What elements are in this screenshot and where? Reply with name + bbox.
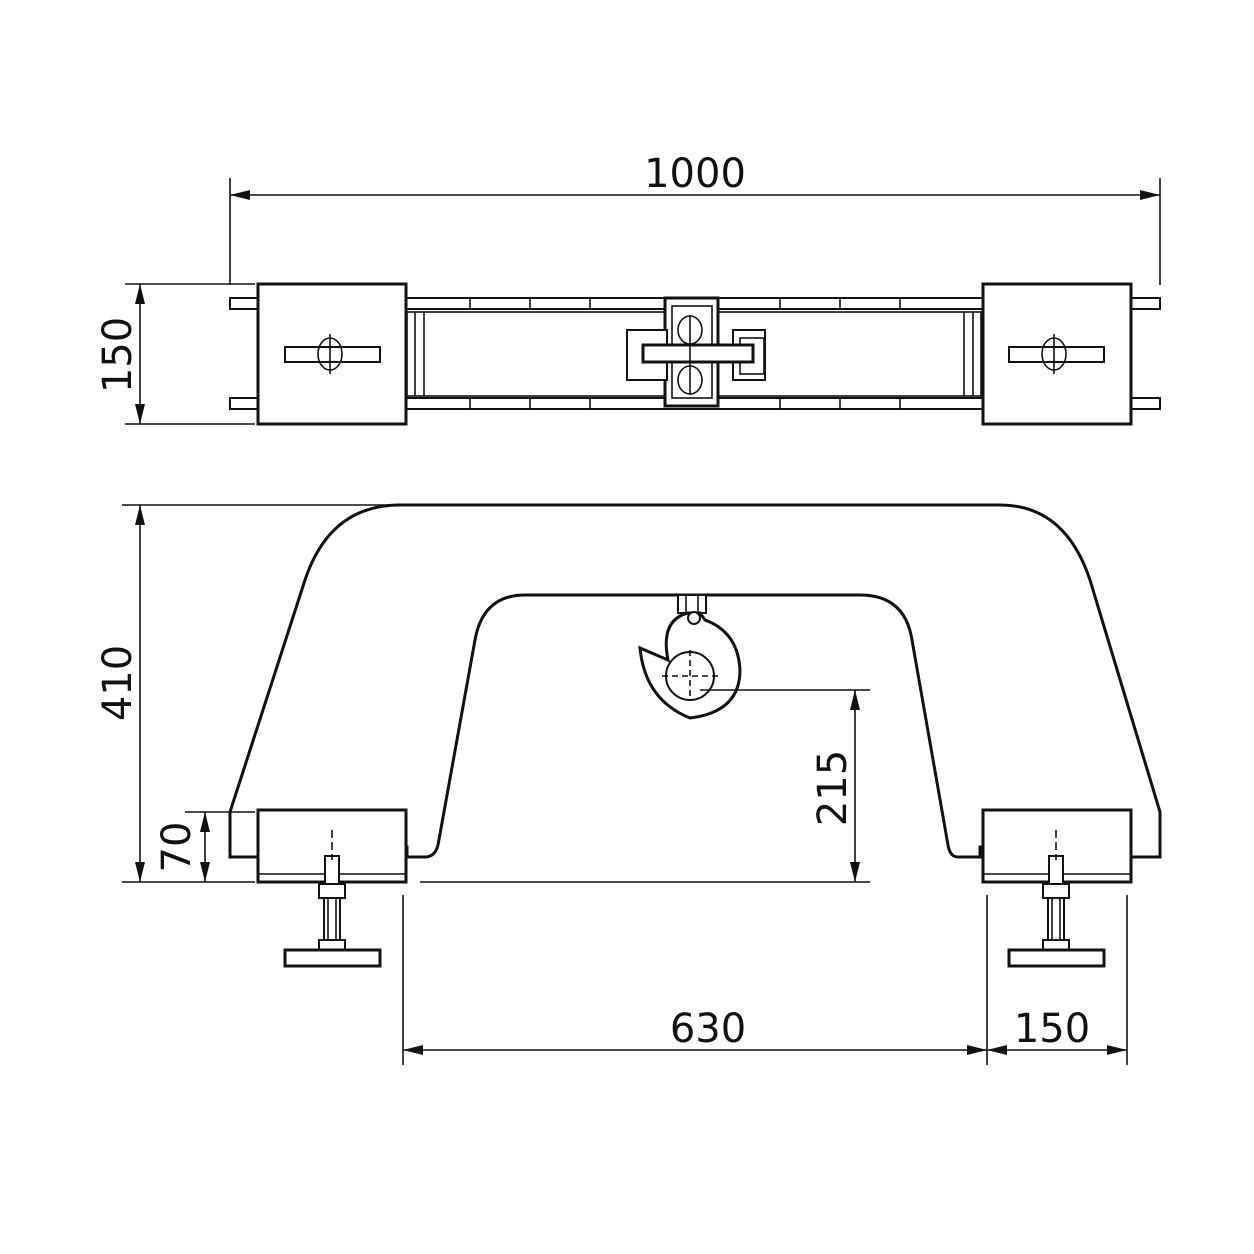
label-overall-height: 410 (95, 645, 141, 721)
right-foot-block (981, 808, 1133, 884)
left-handle-bar (284, 346, 381, 363)
top-view (229, 282, 1161, 426)
dimension-labels: 1000 150 410 70 215 630 150 (95, 151, 1090, 1052)
label-hook-height: 215 (810, 750, 856, 826)
arch-frame (228, 503, 1162, 859)
left-leveling-foot (283, 855, 382, 968)
left-end-block (256, 282, 408, 426)
front-view (228, 503, 1162, 968)
label-inner-span: 630 (670, 1006, 746, 1052)
right-leveling-foot (1007, 855, 1106, 968)
label-foot-width: 150 (1014, 1006, 1090, 1052)
dimension-lines (122, 178, 1161, 1065)
right-handle-bar (1008, 346, 1105, 363)
left-foot-pad (283, 948, 382, 968)
center-hook-mount (626, 296, 766, 408)
lifting-hook (638, 594, 742, 720)
label-total-length: 1000 (644, 151, 746, 197)
label-foot-height: 70 (154, 822, 200, 873)
label-top-depth: 150 (95, 317, 141, 393)
right-foot-pad (1007, 948, 1106, 968)
